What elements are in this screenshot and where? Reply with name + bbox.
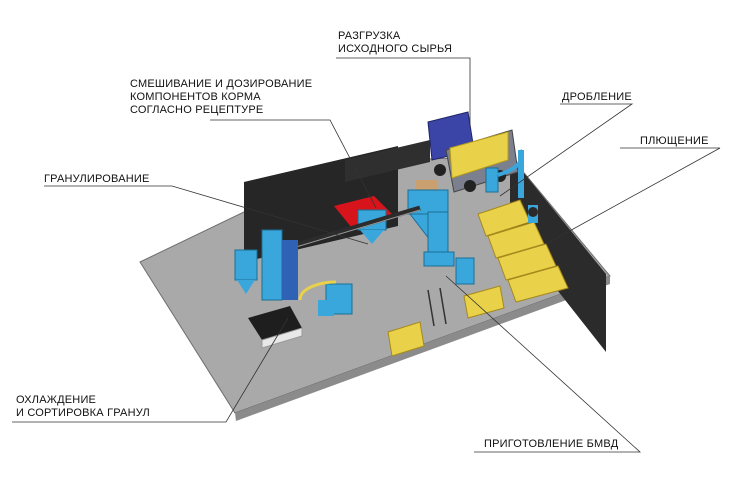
label-granulation: ГРАНУЛИРОВАНИЕ — [44, 173, 150, 185]
cyclone — [298, 280, 353, 316]
label-unloading: РАЗГРУЗКА ИСХОДНОГО СЫРЬЯ — [338, 30, 453, 55]
flattener — [528, 205, 538, 223]
side-wall — [345, 140, 430, 182]
mixing-tanks — [407, 180, 455, 267]
ladder — [427, 287, 447, 327]
label-mixing: СМЕШИВАНИЕ И ДОЗИРОВАНИЕ КОМПОНЕНТОВ КОР… — [130, 78, 313, 116]
bag-pallets — [387, 285, 505, 357]
truck — [427, 111, 519, 193]
label-flattening: ПЛЮЩЕНИЕ — [640, 135, 709, 147]
cooler-pallet — [248, 306, 303, 349]
leader-lines — [12, 57, 721, 453]
label-crushing: ДРОБЛЕНИЕ — [562, 91, 632, 103]
grain-bins — [477, 199, 569, 303]
conveyor — [285, 205, 421, 251]
floor-front-edge — [235, 276, 610, 421]
label-bmvd: ПРИГОТОВЛЕНИЕ БМВД — [484, 438, 619, 450]
bmvd-machine — [455, 257, 475, 285]
crusher — [485, 149, 524, 198]
granulator — [234, 229, 298, 301]
label-cooling: ОХЛАЖДЕНИЕ И СОРТИРОВКА ГРАНУЛ — [16, 394, 150, 419]
